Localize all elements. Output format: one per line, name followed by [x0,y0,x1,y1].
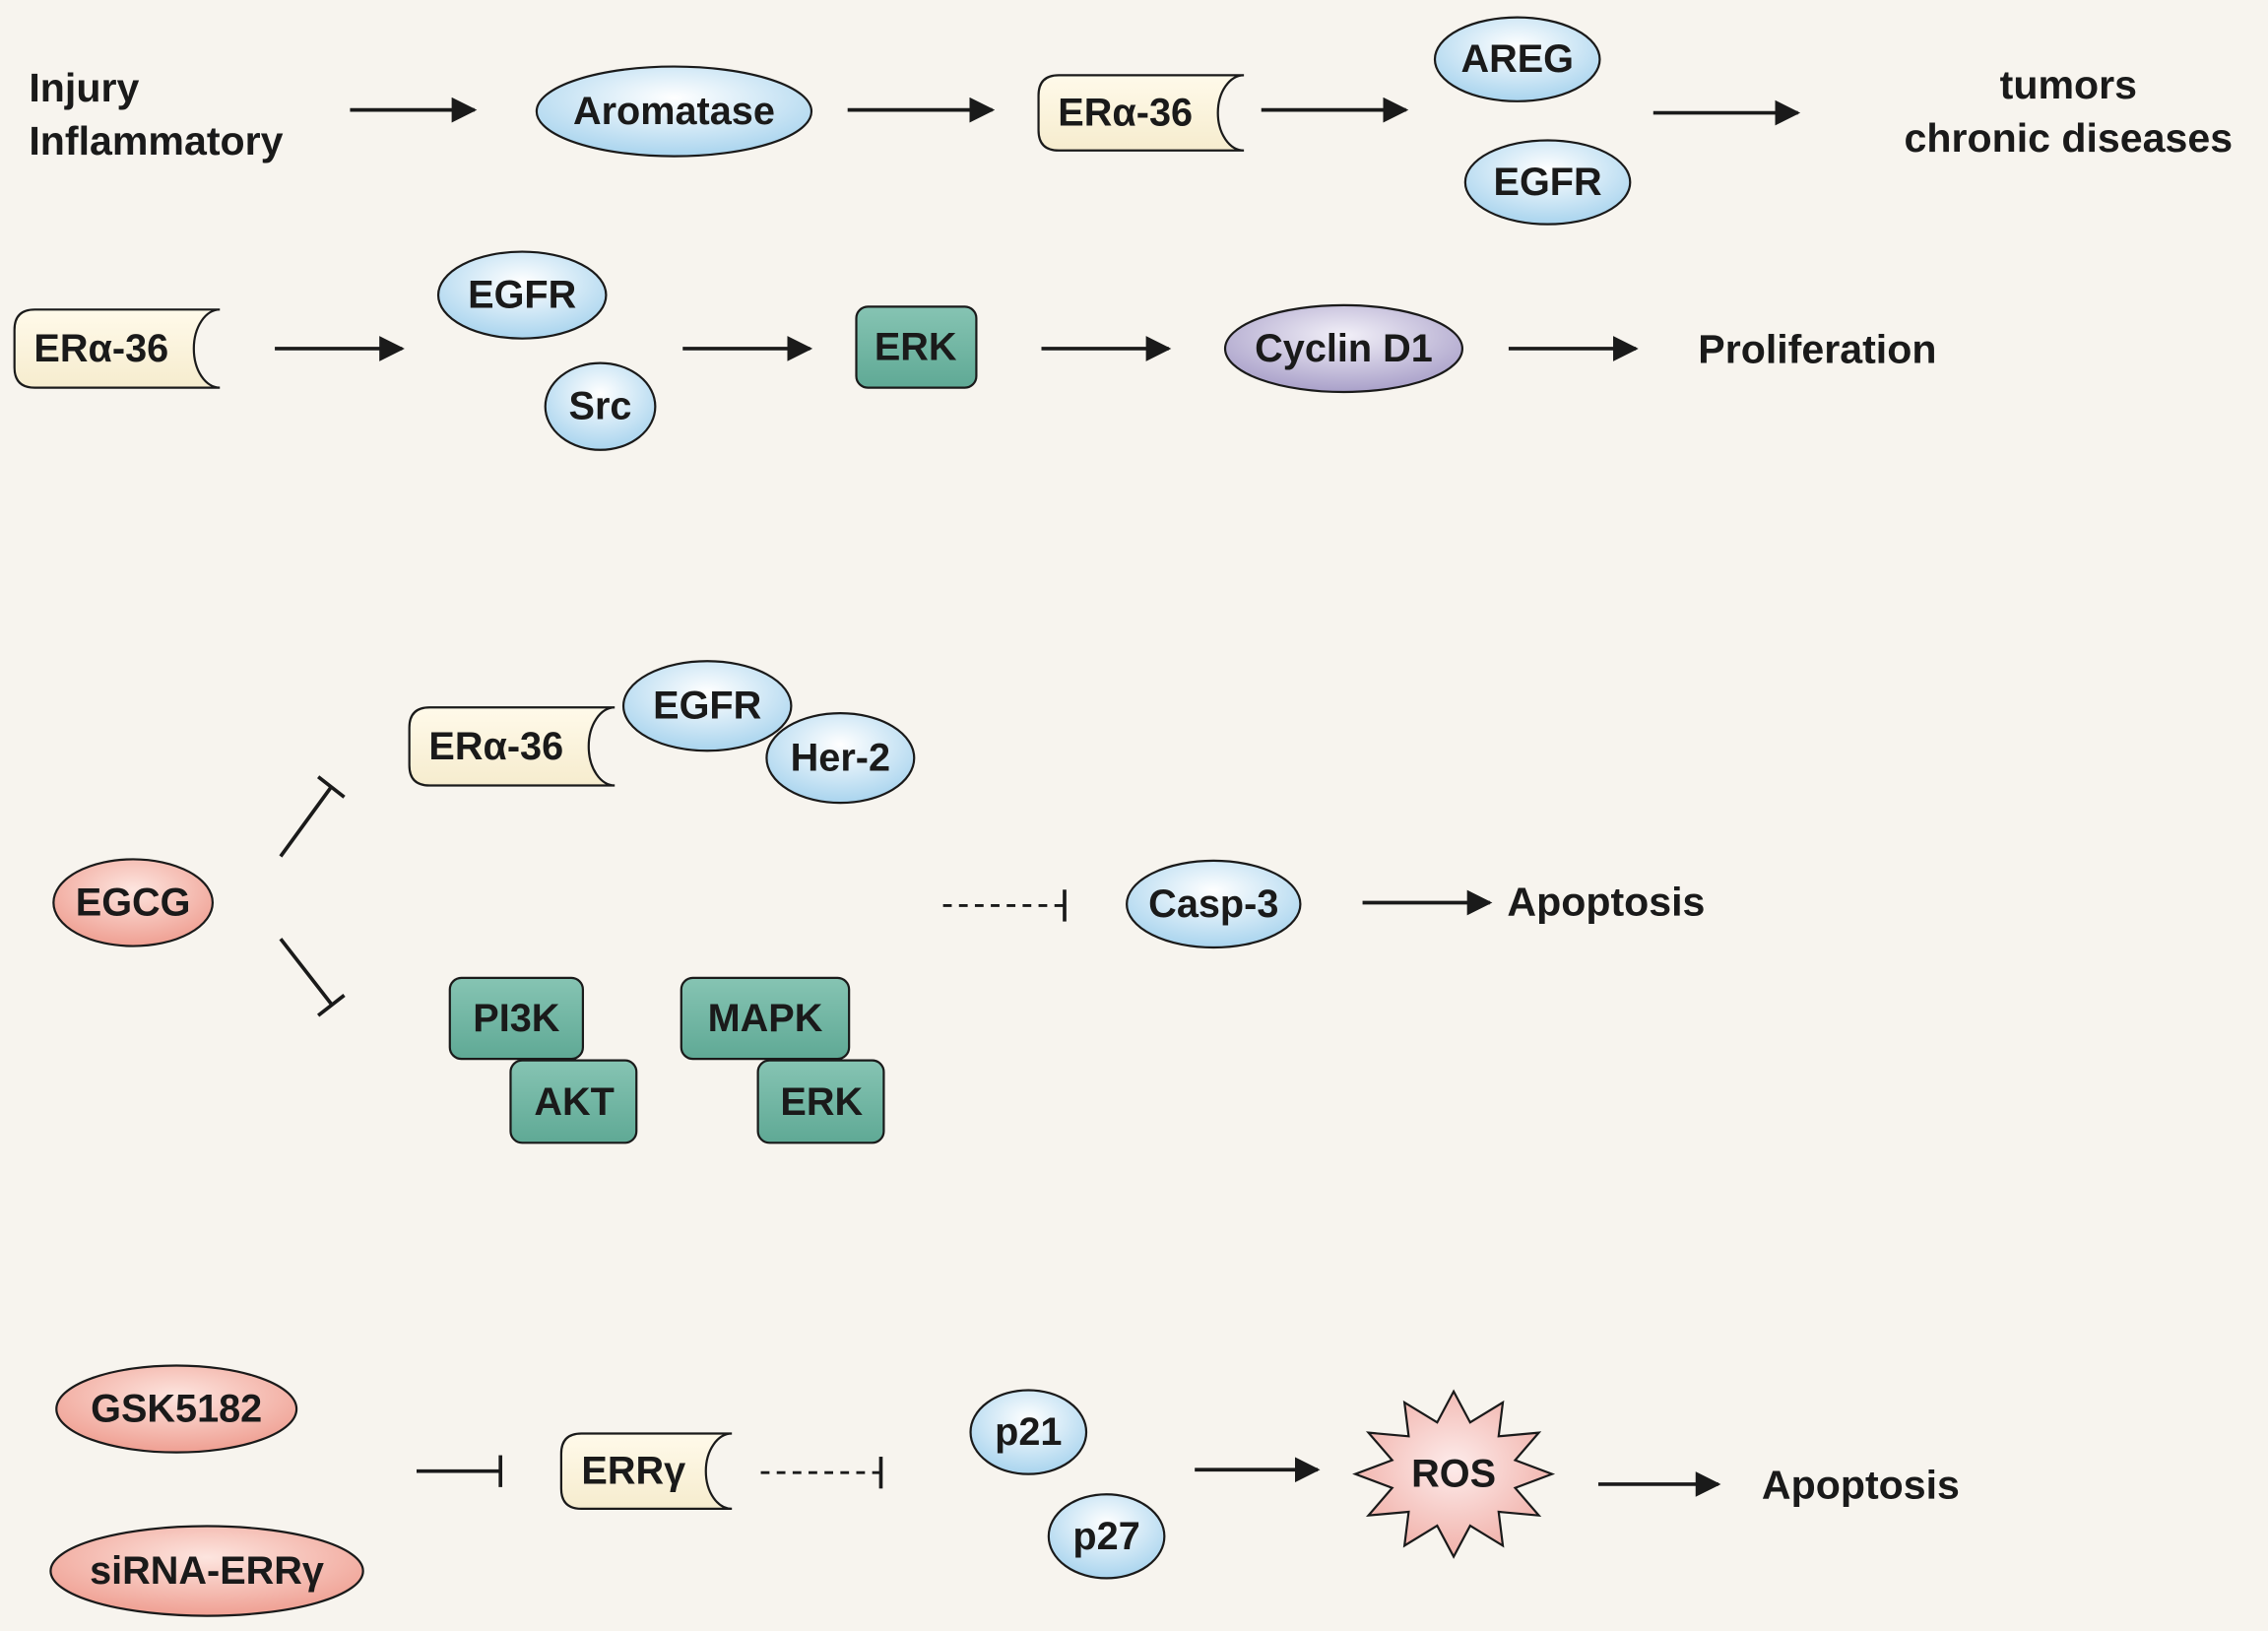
injury-label: Injury [29,65,139,110]
src-label: Src [569,385,632,428]
egfr-node: EGFR [1463,139,1632,226]
p27-label: p27 [1072,1515,1139,1558]
casp3-label: Casp-3 [1148,882,1278,926]
cyclin-d1-label: Cyclin D1 [1255,327,1433,370]
areg-node: AREG [1433,16,1601,102]
era36-receptor-node: ERα-36 [408,706,616,787]
egfr-label: EGFR [653,685,761,728]
row1: Injury Inflammatory Aromatase ERα-36 ARE… [29,16,2234,226]
erk-label: ERK [780,1080,863,1124]
egfr-node: EGFR [621,660,793,752]
aromatase-label: Aromatase [573,90,775,133]
p21-label: p21 [995,1410,1062,1454]
pi3k-node: PI3K [448,976,585,1061]
p27-node: p27 [1047,1493,1166,1580]
erk-node: ERK [855,305,978,389]
era36-receptor-node: ERα-36 [1037,74,1245,152]
egcg-node: EGCG [52,858,215,947]
dashed-inhibit [760,1457,883,1489]
aromatase-node: Aromatase [535,65,813,158]
her2-node: Her-2 [765,711,916,805]
sirna-errg-label: siRNA-ERRγ [90,1549,324,1593]
erk-node: ERK [756,1059,885,1144]
inflammatory-label: Inflammatory [29,118,283,163]
p21-node: p21 [969,1389,1088,1475]
ros-burst [1352,1389,1556,1559]
cyclin-d1-node: Cyclin D1 [1223,303,1464,394]
mapk-label: MAPK [708,997,823,1040]
dashed-inhibit [942,889,1067,922]
egcg-label: EGCG [76,881,191,924]
erk-label: ERK [875,326,957,369]
akt-node: AKT [509,1059,638,1144]
errg-label: ERRγ [581,1450,685,1493]
gsk5182-node: GSK5182 [55,1364,298,1454]
her2-label: Her-2 [791,737,890,780]
akt-label: AKT [534,1080,614,1124]
inhibit-lower [279,938,346,1017]
row3: EGCG ERα-36 EGFR Her-2 PI3K A [52,660,1705,1144]
errg-receptor-node: ERRγ [559,1432,733,1511]
gsk5182-label: GSK5182 [91,1388,262,1431]
casp3-node: Casp-3 [1126,859,1302,949]
proliferation-label: Proliferation [1698,327,1936,372]
row2: ERα-36 EGFR Src ERK Cyclin D1 Proliferat… [13,250,1936,451]
row4: GSK5182 siRNA-ERRγ ERRγ p21 p27 [49,1364,1960,1617]
src-node: Src [544,361,657,451]
egfr-label: EGFR [468,274,576,317]
era36-receptor-node: ERα-36 [13,308,221,389]
pi3k-label: PI3K [473,997,559,1040]
ros-label: ROS [1411,1453,1496,1496]
egfr-node: EGFR [436,250,608,340]
chronic-diseases-label: chronic diseases [1905,115,2234,161]
apoptosis-label: Apoptosis [1507,880,1705,925]
areg-label: AREG [1460,37,1574,81]
inhibit-line [417,1455,503,1487]
era36-label: ERα-36 [33,327,168,370]
mapk-node: MAPK [680,976,851,1061]
era36-label: ERα-36 [428,725,563,768]
inhibit-upper [279,775,346,858]
sirna-errg-node: siRNA-ERRγ [49,1525,364,1617]
era36-label: ERα-36 [1058,92,1193,135]
egfr-label: EGFR [1494,161,1602,204]
ros-node: ROS [1352,1389,1556,1559]
tumors-label: tumors [2000,62,2137,107]
apoptosis-label: Apoptosis [1762,1463,1960,1508]
